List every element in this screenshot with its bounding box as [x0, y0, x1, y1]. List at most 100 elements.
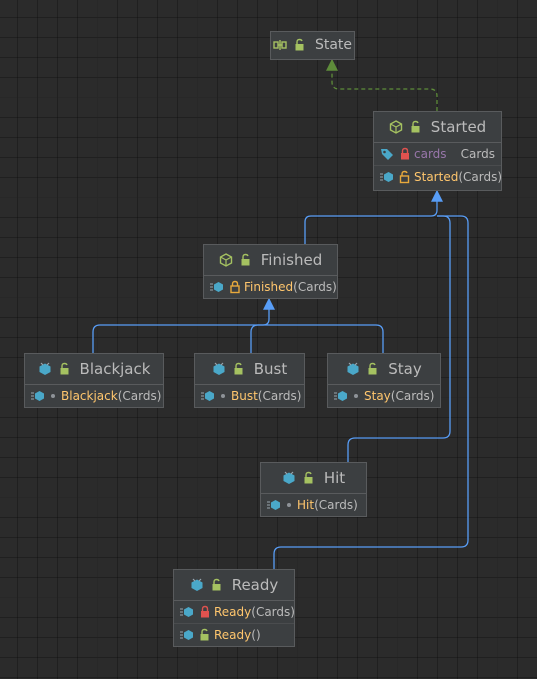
final-class-icon	[38, 362, 52, 376]
public-lock-icon	[409, 120, 423, 134]
node-title: Bust	[253, 360, 288, 378]
protected-lock-icon	[228, 280, 242, 294]
final-class-icon	[212, 362, 226, 376]
method-icon	[380, 170, 394, 184]
method-name: Finished	[244, 280, 294, 294]
node-started-header: Started	[374, 112, 501, 142]
method-name: Ready	[214, 605, 252, 619]
method-icon	[334, 389, 348, 403]
edge-finished-extends-started	[304, 189, 443, 244]
method-params: (Cards)	[293, 280, 337, 294]
method-name: Bust	[231, 389, 258, 403]
method-icon	[31, 389, 45, 403]
abstract-class-icon	[219, 253, 233, 267]
stay-members: Stay(Cards)	[328, 384, 440, 407]
method-name: Blackjack	[61, 389, 118, 403]
method-params: (Cards)	[257, 389, 302, 403]
edge-blackjack-extends-finished	[92, 297, 275, 353]
method-name: Stay	[364, 389, 391, 403]
public-lock-icon	[302, 471, 316, 485]
package-private-dot-icon	[352, 389, 360, 403]
method-row[interactable]: Finished(Cards)	[204, 276, 337, 298]
method-params: (Cards)	[458, 170, 503, 184]
method-params: (Cards)	[390, 389, 435, 403]
node-ready-header: Ready	[174, 570, 294, 600]
node-blackjack[interactable]: Blackjack Blackjack(Cards)	[24, 353, 164, 408]
public-lock-icon	[398, 170, 412, 184]
method-row[interactable]: Started(Cards)	[374, 165, 503, 188]
node-stay[interactable]: Stay Stay(Cards)	[327, 353, 441, 408]
method-row[interactable]: Ready()	[174, 623, 294, 646]
node-title: State	[314, 37, 353, 53]
hit-members: Hit(Cards)	[261, 493, 366, 516]
public-lock-icon	[232, 362, 246, 376]
public-lock-icon	[239, 253, 253, 267]
started-members: cards Cards Started(Cards)	[374, 142, 503, 188]
node-state[interactable]: State	[270, 31, 355, 60]
field-type: Cards	[460, 147, 495, 161]
node-bust-header: Bust	[195, 354, 304, 384]
method-row[interactable]: Stay(Cards)	[328, 385, 440, 407]
field-icon	[380, 147, 394, 161]
method-name: Ready	[214, 628, 252, 642]
node-hit-header: Hit	[261, 463, 366, 493]
node-title: Stay	[388, 360, 422, 378]
public-lock-icon	[293, 38, 307, 52]
method-params: (Cards)	[314, 498, 358, 512]
node-state-header: State	[271, 32, 354, 58]
method-params: ()	[251, 628, 261, 642]
field-name: cards	[414, 147, 447, 161]
node-title: Hit	[323, 469, 346, 487]
package-private-dot-icon	[219, 389, 227, 403]
node-title: Ready	[231, 576, 279, 594]
edge-bust-extends-finished	[250, 324, 269, 353]
node-title: Started	[430, 118, 487, 136]
edge-started-implements-state	[326, 58, 438, 111]
package-private-dot-icon	[49, 389, 57, 403]
method-icon	[210, 280, 224, 294]
edge-stay-extends-finished	[269, 324, 384, 353]
node-title: Blackjack	[79, 360, 151, 378]
interface-icon	[273, 38, 287, 52]
method-params: (Cards)	[117, 389, 162, 403]
method-icon	[180, 628, 194, 642]
node-ready[interactable]: Ready Ready(Cards) Ready()	[173, 569, 295, 647]
method-name: Started	[414, 170, 459, 184]
bust-members: Bust(Cards)	[195, 384, 304, 407]
final-class-icon	[190, 578, 204, 592]
method-icon	[201, 389, 215, 403]
method-icon	[267, 498, 281, 512]
node-blackjack-header: Blackjack	[25, 354, 163, 384]
finished-members: Finished(Cards)	[204, 275, 337, 298]
blackjack-members: Blackjack(Cards)	[25, 384, 163, 407]
private-lock-icon	[198, 605, 212, 619]
private-lock-icon	[398, 147, 412, 161]
edge-hit-extends-started	[347, 215, 451, 462]
node-finished-header: Finished	[204, 245, 337, 275]
node-bust[interactable]: Bust Bust(Cards)	[194, 353, 305, 408]
node-stay-header: Stay	[328, 354, 440, 384]
public-lock-icon	[198, 628, 212, 642]
final-class-icon	[346, 362, 360, 376]
node-started[interactable]: Started cards Cards Started(Cards)	[373, 111, 502, 191]
node-hit[interactable]: Hit Hit(Cards)	[260, 462, 367, 517]
package-private-dot-icon	[285, 498, 293, 512]
method-row[interactable]: Bust(Cards)	[195, 385, 304, 407]
public-lock-icon	[366, 362, 380, 376]
edge-ready-extends-started	[273, 215, 469, 569]
node-finished[interactable]: Finished Finished(Cards)	[203, 244, 338, 299]
ready-members: Ready(Cards) Ready()	[174, 600, 295, 646]
method-row[interactable]: Ready(Cards)	[174, 601, 295, 623]
method-params: (Cards)	[251, 605, 295, 619]
field-row[interactable]: cards Cards	[374, 143, 501, 165]
public-lock-icon	[210, 578, 224, 592]
method-row[interactable]: Blackjack(Cards)	[25, 385, 163, 407]
abstract-class-icon	[389, 120, 403, 134]
final-class-icon	[282, 471, 296, 485]
node-title: Finished	[260, 251, 323, 269]
public-lock-icon	[58, 362, 72, 376]
method-row[interactable]: Hit(Cards)	[261, 494, 366, 516]
method-name: Hit	[297, 498, 315, 512]
